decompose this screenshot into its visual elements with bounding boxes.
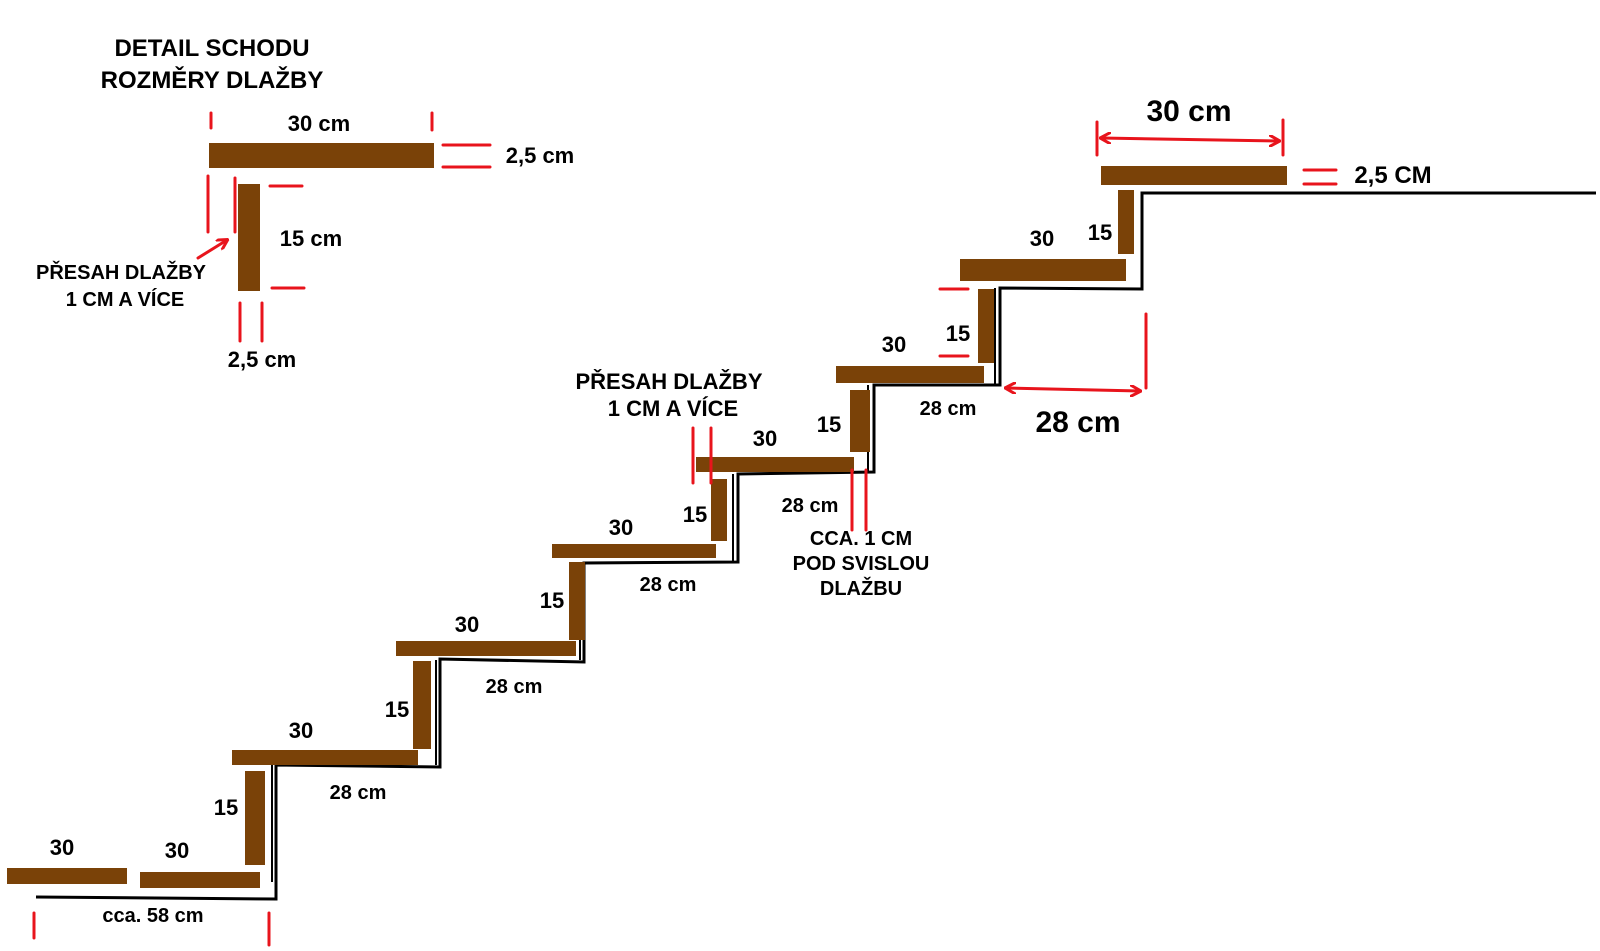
step5-depth-label: 28 cm bbox=[920, 398, 977, 420]
under-note-line3: DLAŽBU bbox=[820, 576, 902, 600]
step1-tread-tile bbox=[232, 750, 418, 765]
step4-tread-label: 30 bbox=[753, 426, 777, 451]
detail-riser-thickness-label: 2,5 cm bbox=[228, 347, 297, 372]
step2-tread-label: 30 bbox=[455, 612, 479, 637]
landing-tile-a bbox=[7, 868, 127, 884]
top-depth-label: 28 cm bbox=[1035, 406, 1120, 439]
detail-tread-length-label: 30 cm bbox=[288, 111, 350, 136]
staircase-section: 30 30 cca. 58 cm 15 30 28 cm 15 30 28 cm… bbox=[7, 95, 1596, 947]
step6-riser-tile bbox=[978, 289, 994, 363]
step2-riser-tile bbox=[413, 661, 431, 749]
step5-riser-label: 15 bbox=[817, 412, 841, 437]
detail-tread-tile bbox=[209, 143, 434, 168]
step5-tread-tile bbox=[836, 366, 984, 383]
step7-riser-label: 15 bbox=[1088, 220, 1112, 245]
step4-tread-tile bbox=[696, 457, 854, 472]
detail-title-line2: ROZMĚRY DLAŽBY bbox=[101, 66, 324, 94]
step5-tread-label: 30 bbox=[882, 332, 906, 357]
step6-tread-label: 30 bbox=[1030, 226, 1054, 251]
top-tread-length-label: 30 cm bbox=[1146, 95, 1231, 128]
detail-overhang-line2: 1 CM A VÍCE bbox=[66, 288, 185, 311]
step4-depth-label: 28 cm bbox=[782, 495, 839, 517]
step2-tread-tile bbox=[396, 641, 576, 656]
overhang-line2: 1 CM A VÍCE bbox=[608, 396, 738, 421]
step1-riser-tile bbox=[245, 771, 265, 865]
overhang-line1: PŘESAH DLAŽBY bbox=[575, 369, 762, 394]
detail-riser-height-label: 15 cm bbox=[280, 226, 342, 251]
step3-riser-tile bbox=[569, 562, 585, 640]
under-note-line2: POD SVISLOU bbox=[793, 553, 930, 575]
under-note-line1: CCA. 1 CM bbox=[810, 528, 912, 550]
detail-overhang-line1: PŘESAH DLAŽBY bbox=[36, 260, 207, 284]
step1-riser-label: 15 bbox=[214, 795, 238, 820]
step4-riser-tile bbox=[711, 479, 727, 541]
landing-depth-label: cca. 58 cm bbox=[102, 905, 203, 927]
top-tread-thickness-label: 2,5 CM bbox=[1354, 162, 1431, 189]
landing-tile-b bbox=[140, 872, 260, 888]
step3-riser-label: 15 bbox=[540, 588, 564, 613]
step5-riser-tile bbox=[850, 390, 870, 452]
step6-riser-label: 15 bbox=[946, 321, 970, 346]
detail-overhang-arrow bbox=[196, 240, 227, 260]
step3-depth-label: 28 cm bbox=[640, 574, 697, 596]
step3-tread-label: 30 bbox=[609, 515, 633, 540]
step1-tread-label: 30 bbox=[289, 718, 313, 743]
step2-depth-label: 28 cm bbox=[486, 676, 543, 698]
detail-riser-tile bbox=[238, 184, 260, 291]
detail-title-line1: DETAIL SCHODU bbox=[114, 35, 309, 62]
top-tread-tile bbox=[1101, 166, 1287, 185]
top-tread-dim-arrow bbox=[1101, 138, 1279, 141]
landing-tread-a-label: 30 bbox=[50, 835, 74, 860]
detail-tread-thickness-label: 2,5 cm bbox=[506, 143, 575, 168]
landing-tread-b-label: 30 bbox=[165, 838, 189, 863]
step7-riser-tile bbox=[1118, 190, 1134, 254]
step1-depth-label: 28 cm bbox=[330, 782, 387, 804]
step2-riser-label: 15 bbox=[385, 697, 409, 722]
top-depth-dim-arrow bbox=[1006, 388, 1140, 391]
step3-tread-tile bbox=[552, 544, 716, 558]
detail-section: DETAIL SCHODU ROZMĚRY DLAŽBY 30 cm 2,5 c… bbox=[36, 35, 574, 372]
concrete-profile bbox=[35, 191, 1596, 901]
step6-tread-tile bbox=[960, 259, 1126, 281]
step4-riser-label: 15 bbox=[683, 502, 707, 527]
